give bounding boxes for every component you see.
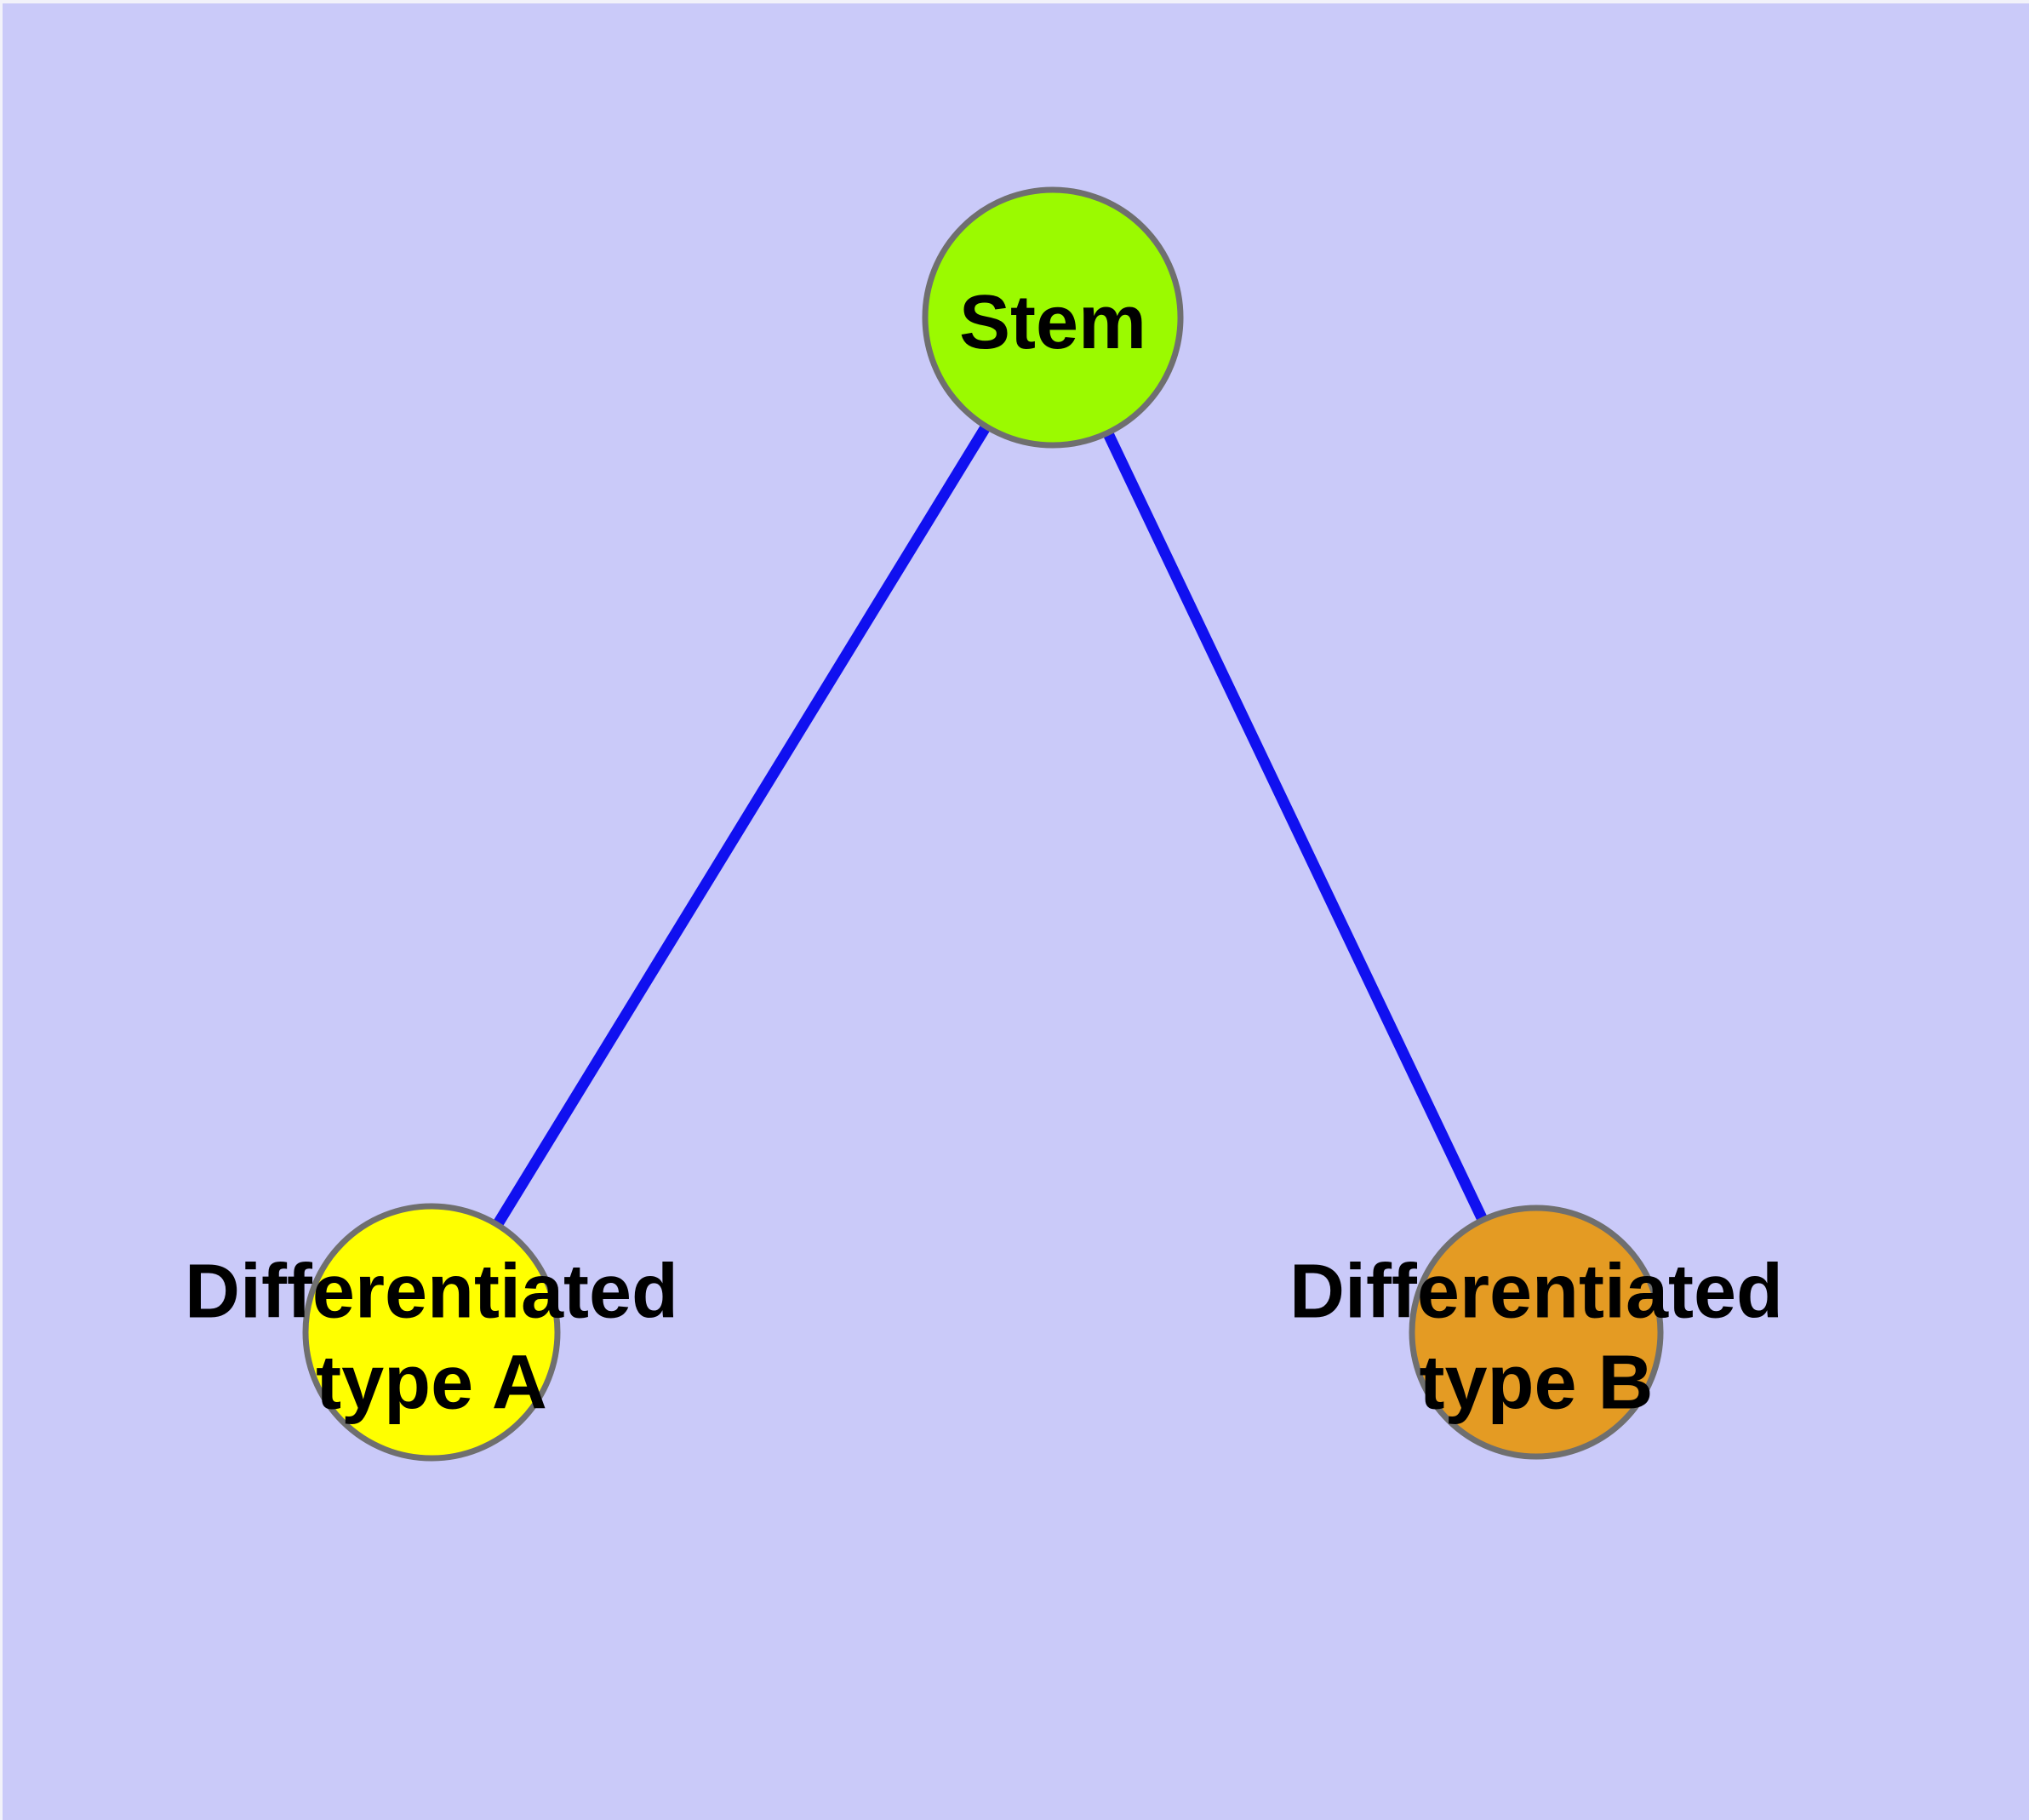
node-differentiated-type-b-label-line-1: Differentiated bbox=[1289, 1250, 1783, 1335]
node-differentiated-type-a-label-line-1: Differentiated bbox=[185, 1250, 678, 1335]
frame-top-edge bbox=[0, 0, 2029, 3]
node-differentiated-type-b-label-line-2: type B bbox=[1419, 1341, 1653, 1426]
edge-stem-to-differentiated-type-a bbox=[426, 314, 1058, 1336]
node-differentiated-type-b-circle bbox=[1409, 1205, 1664, 1460]
node-differentiated-type-a-label-line-2: type A bbox=[316, 1341, 547, 1426]
edge-stem-to-differentiated-type-b bbox=[1048, 315, 1541, 1335]
node-stem-label-line-1: Stem bbox=[959, 280, 1146, 365]
frame-left-edge bbox=[0, 0, 3, 1820]
node-stem-circle bbox=[922, 186, 1184, 449]
node-differentiated-type-a-circle bbox=[302, 1203, 561, 1462]
